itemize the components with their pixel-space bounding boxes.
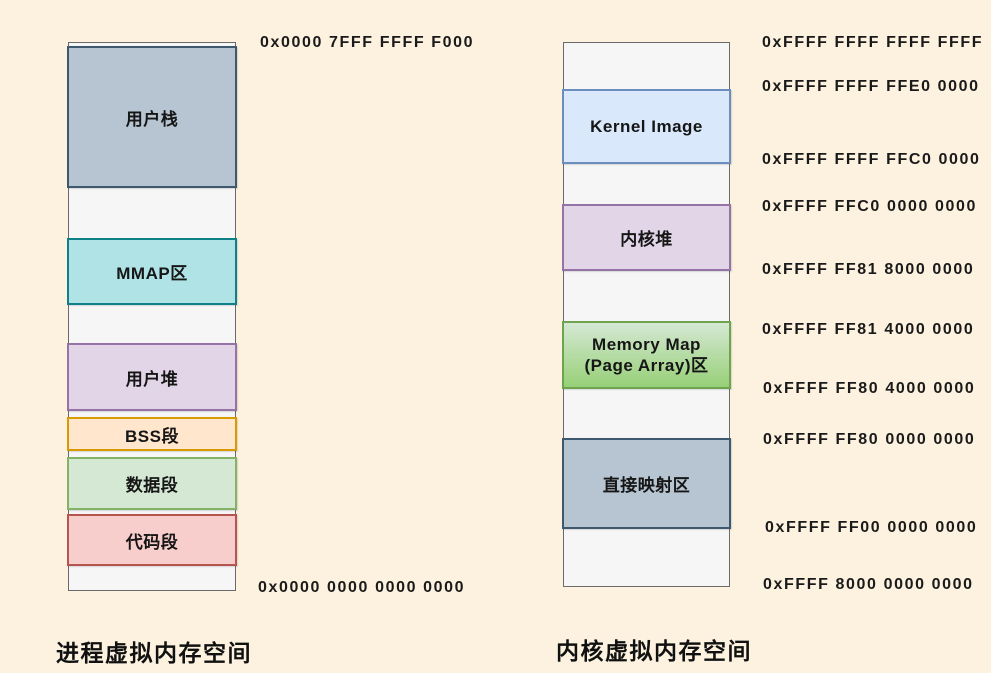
segment-label: Memory Map [592,334,701,354]
segment-label: 数据段 [125,476,179,495]
segment-memory-map: Memory Map (Page Array)区 [562,321,731,389]
kernel-space-title: 内核虚拟内存空间 [556,638,752,664]
process-bottom-address: 0x0000 0000 0000 0000 [258,579,466,596]
segment-label: (Page Array)区 [584,356,709,375]
segment-label: MMAP区 [116,264,188,283]
kernel-address: 0xFFFF FFFF FFE0 0000 [762,78,980,95]
kernel-address: 0xFFFF FF81 4000 0000 [762,321,975,338]
segment-label: BSS段 [125,426,179,446]
kernel-space-box: Kernel Image 内核堆 Memory Map (Page Array)… [562,42,731,587]
segment-label: 代码段 [125,532,179,552]
segment-label: 直接映射区 [602,476,691,495]
segment-bss: BSS段 [67,417,237,451]
segment-mmap: MMAP区 [67,238,237,305]
segment-code: 代码段 [67,514,237,566]
segment-user-stack: 用户栈 [67,46,237,188]
process-space-title: 进程虚拟内存空间 [56,640,252,666]
kernel-address: 0xFFFF FF80 0000 0000 [763,431,976,448]
segment-label: 用户栈 [125,109,179,129]
segment-direct-map: 直接映射区 [562,438,731,529]
segment-kernel-heap: 内核堆 [562,204,731,271]
segment-label: Kernel Image [590,116,703,136]
process-space-box: 用户栈 MMAP区 用户堆 BSS段 数据段 代码段 [67,42,237,591]
process-top-address: 0x0000 7FFF FFFF F000 [260,34,475,51]
kernel-address: 0xFFFF FF81 8000 0000 [762,261,975,278]
segment-label: 内核堆 [620,230,673,249]
kernel-address: 0xFFFF FFFF FFFF FFFF [762,34,984,51]
kernel-address: 0xFFFF FFFF FFC0 0000 [762,151,981,168]
segment-kernel-image: Kernel Image [562,89,731,164]
kernel-address: 0xFFFF FF80 4000 0000 [763,380,976,397]
segment-user-heap: 用户堆 [67,343,237,411]
kernel-address: 0xFFFF FFC0 0000 0000 [762,198,978,215]
kernel-address: 0xFFFF 8000 0000 0000 [763,576,974,593]
kernel-address: 0xFFFF FF00 0000 0000 [765,519,978,536]
segment-data: 数据段 [67,457,237,510]
segment-label: 用户堆 [125,369,179,389]
